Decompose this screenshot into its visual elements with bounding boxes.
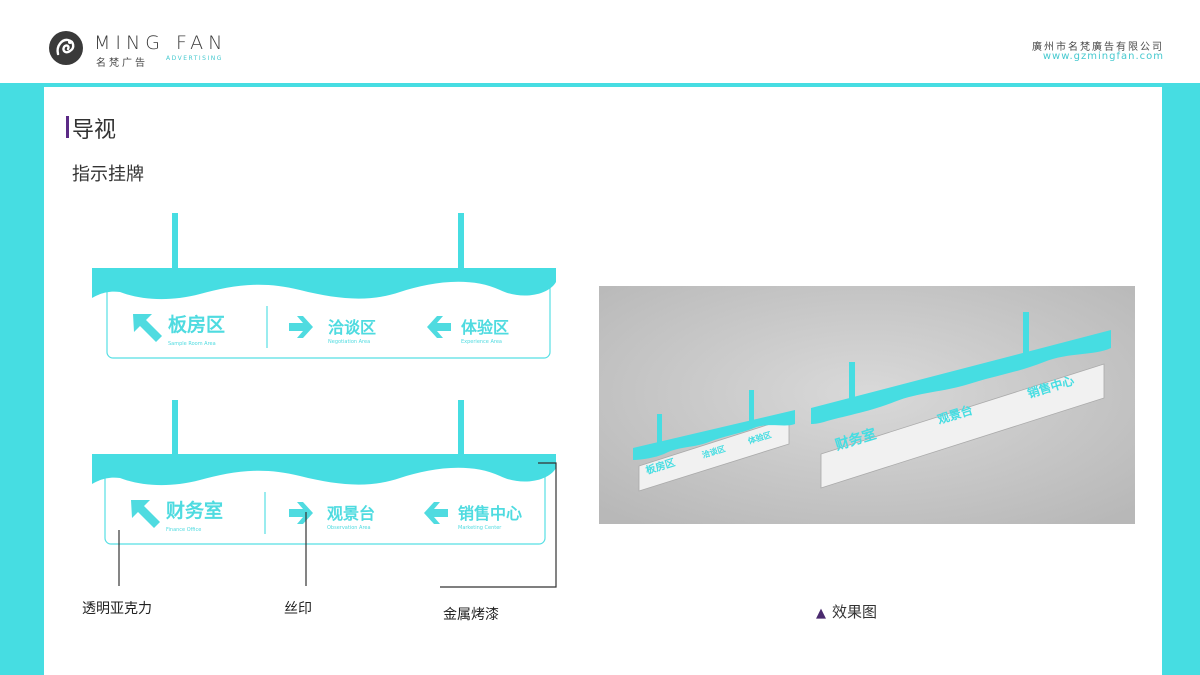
sign-sublabel: Experience Area	[461, 339, 502, 345]
company-url[interactable]: www.gzmingfan.com	[1042, 51, 1164, 62]
callout-acrylic: 透明亚克力	[82, 601, 152, 617]
sign-bottom: 财务室 Finance Office 观景台 Observation Area …	[92, 400, 556, 545]
callout-metal-paint: 金属烤漆	[443, 607, 499, 623]
brand-subtitle: ADVERTISING	[166, 55, 223, 62]
mingfan-logo-icon	[49, 31, 83, 65]
page-header: MING FAN 名梵广告 ADVERTISING 廣州市名梵廣告有限公司 ww…	[0, 0, 1200, 84]
sign-diagram: 板房区 Sample Room Area 洽谈区 Negotiation Are…	[92, 213, 557, 588]
sign-top: 板房区 Sample Room Area 洽谈区 Negotiation Are…	[92, 213, 556, 359]
sign-label: 洽谈区	[328, 318, 376, 337]
sign-label: 观景台	[327, 504, 375, 523]
sign-label: 销售中心	[458, 504, 522, 523]
metal-cap	[92, 268, 556, 300]
hanging-rod	[172, 213, 178, 271]
sign-sublabel: Negotiation Area	[328, 339, 370, 345]
effect-caption-text: 效果图	[832, 603, 878, 621]
frame-right-border	[1162, 84, 1200, 675]
right-arrow-icon	[289, 502, 313, 524]
sign-sublabel: Marketing Center	[458, 525, 502, 531]
effect-caption: ▲ 效果图	[816, 601, 877, 622]
sign-sublabel: Observation Area	[327, 525, 371, 531]
up-left-arrow-icon	[133, 314, 162, 342]
brand-name: MING FAN	[94, 32, 228, 54]
callout-line-metal	[440, 462, 557, 588]
hanging-rod	[172, 400, 178, 458]
sign-sublabel: Finance Office	[166, 527, 201, 533]
hanging-rod	[458, 400, 464, 458]
sign-label: 板房区	[168, 313, 225, 336]
section-title: 导视	[72, 118, 117, 143]
up-left-arrow-icon	[131, 500, 160, 528]
sign-label: 体验区	[461, 318, 509, 337]
render-photo: 板房区 洽谈区 体验区 财务室 观景台 销售中心	[599, 286, 1135, 524]
frame-top-border	[0, 83, 1200, 87]
brand-chinese-name: 名梵广告	[96, 58, 148, 69]
callout-silkscreen: 丝印	[284, 601, 312, 617]
hanging-rod	[458, 213, 464, 271]
left-arrow-icon	[424, 502, 448, 524]
sign-label: 财务室	[166, 499, 223, 522]
left-arrow-icon	[427, 316, 451, 338]
right-arrow-icon	[289, 316, 313, 338]
section-marker	[66, 116, 69, 138]
metal-cap	[92, 454, 556, 486]
frame-left-border	[0, 84, 44, 675]
sign-sublabel: Sample Room Area	[168, 341, 216, 347]
section-subtitle: 指示挂牌	[72, 164, 144, 185]
company-name: 廣州市名梵廣告有限公司	[1032, 42, 1164, 53]
triangle-icon: ▲	[816, 606, 826, 621]
